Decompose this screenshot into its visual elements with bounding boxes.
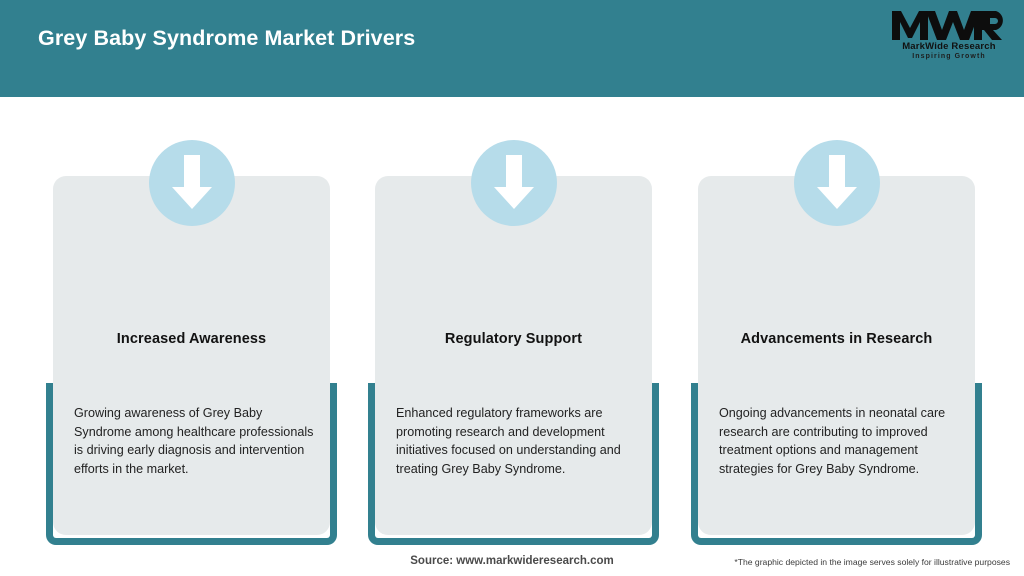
- brand-logo: MarkWide Research Inspiring Growth: [890, 8, 1008, 70]
- driver-card-3: Advancements in Research Ongoing advance…: [691, 97, 982, 552]
- card-title: Advancements in Research: [740, 331, 933, 347]
- card-body-text: Ongoing advancements in neonatal care re…: [719, 406, 946, 476]
- arrow-down-glyph: [493, 155, 534, 209]
- arrow-down-icon: [148, 140, 235, 226]
- card-surface: Increased Awareness Growing awareness of…: [53, 176, 330, 535]
- card-surface: Regulatory Support Enhanced regulatory f…: [375, 176, 652, 535]
- card-accent-frame: [46, 383, 337, 545]
- drivers-card-group: Increased Awareness Growing awareness of…: [0, 97, 1024, 552]
- arrow-down-glyph: [816, 155, 857, 209]
- arrow-down-glyph: [171, 155, 212, 209]
- card-accent-frame: [368, 383, 659, 545]
- mwr-wordmark-icon: [892, 11, 1003, 40]
- card-body-text: Enhanced regulatory frameworks are promo…: [396, 406, 621, 476]
- card-title: Regulatory Support: [444, 331, 583, 347]
- driver-card-1: Increased Awareness Growing awareness of…: [46, 97, 337, 552]
- driver-card-2: Regulatory Support Enhanced regulatory f…: [368, 97, 659, 552]
- page-header: Grey Baby Syndrome Market Drivers MarkWi…: [0, 0, 1024, 97]
- page-title: Grey Baby Syndrome Market Drivers: [38, 26, 416, 50]
- source-label: Source: www.markwideresearch.com: [410, 555, 614, 567]
- disclaimer-label: *The graphic depicted in the image serve…: [734, 557, 1010, 567]
- card-title: Increased Awareness: [116, 331, 267, 347]
- card-surface: Advancements in Research Ongoing advance…: [698, 176, 975, 535]
- arrow-down-icon: [470, 140, 557, 226]
- card-body-text: Growing awareness of Grey Baby Syndrome …: [74, 406, 314, 476]
- logo-company-name: MarkWide Research: [902, 41, 996, 52]
- arrow-down-icon: [793, 140, 880, 226]
- card-accent-frame: [691, 383, 982, 545]
- logo-tagline: Inspiring Growth: [912, 53, 986, 60]
